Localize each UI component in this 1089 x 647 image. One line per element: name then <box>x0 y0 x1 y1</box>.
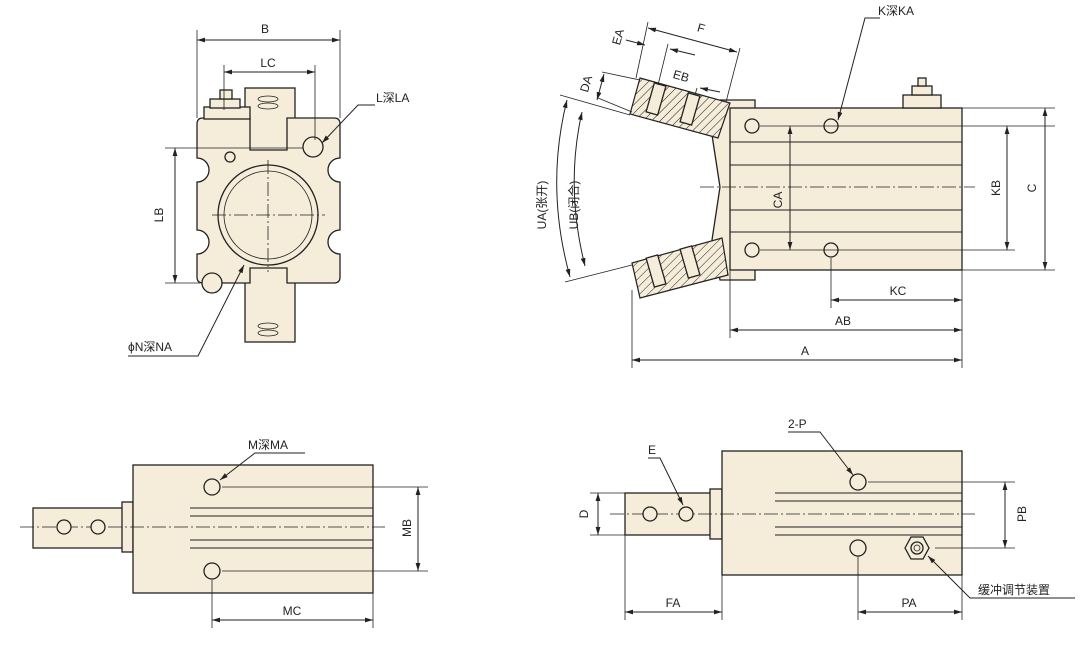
lower-jaw <box>631 237 729 299</box>
mount-hole <box>201 272 223 294</box>
dim-eb: EB <box>671 67 690 85</box>
cushion-adjuster <box>904 536 930 560</box>
bottom-body <box>132 464 374 594</box>
dim-ea: EA <box>609 27 627 46</box>
note-k-depth-ka: K深KA <box>878 4 914 18</box>
note-m-depth-ma: M深MA <box>248 438 288 452</box>
note-n-depth-na: ϕN深NA <box>128 340 172 354</box>
angle-ua-open: UA(张开) <box>535 181 549 230</box>
dim-kb: KB <box>989 180 1003 196</box>
dim-pa: PA <box>901 596 916 610</box>
port-hole <box>849 473 867 491</box>
dim-mc: MC <box>283 604 302 618</box>
dim-lc: LC <box>260 56 276 70</box>
rear-body <box>721 450 963 576</box>
dim-kc: KC <box>890 284 907 298</box>
angle-ub-closed: UB(闭合) <box>566 181 581 230</box>
dim-ab: AB <box>835 314 851 328</box>
side-view: CA KB C KC AB A K深KA F EA EB DA UA(张开) U… <box>535 4 1055 368</box>
dim-da: DA <box>577 74 595 94</box>
port-hole <box>849 539 867 557</box>
rear-view: PB D FA PA 2-P E 缓冲调节装置 <box>577 417 1075 620</box>
note-cushion-adjuster: 缓冲调节装置 <box>978 582 1050 597</box>
dim-c: C <box>1025 183 1039 192</box>
hex-nut <box>902 77 942 109</box>
side-body <box>729 107 963 271</box>
bottom-view: MB MC M深MA <box>20 438 428 628</box>
dim-f: F <box>696 20 707 35</box>
dim-d: D <box>577 509 591 518</box>
dim-lb: LB <box>152 208 166 223</box>
front-view: B LC LB L深LA ϕN深NA <box>128 22 409 357</box>
note-2-p: 2-P <box>788 417 807 431</box>
note-e: E <box>648 443 656 457</box>
dim-mb: MB <box>400 519 414 537</box>
dim-fa: FA <box>666 596 681 610</box>
dim-ca: CA <box>771 192 785 209</box>
dim-pb: PB <box>1015 506 1029 522</box>
dim-b: B <box>261 22 269 36</box>
mount-hole <box>302 136 324 158</box>
hex-nut <box>203 89 251 120</box>
upper-jaw <box>629 77 731 139</box>
note-l-depth-la: L深LA <box>376 91 409 105</box>
dim-a: A <box>801 344 809 358</box>
